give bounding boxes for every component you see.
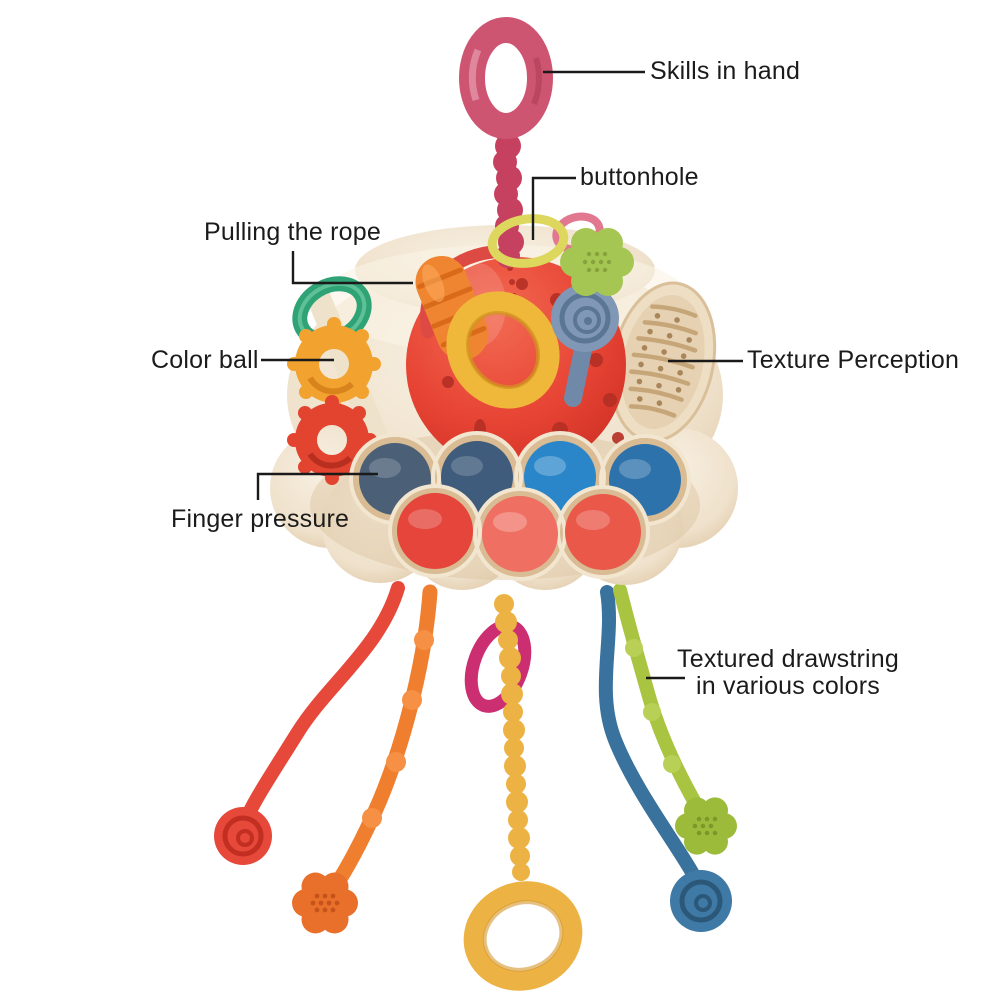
buttonhole-line — [531, 176, 576, 240]
blue-teether — [551, 284, 619, 407]
label-textured-drawstring-line2: in various colors — [695, 672, 881, 700]
yellow-ring-teether — [446, 291, 560, 409]
label-skills-in-hand: Skills in hand — [650, 57, 801, 85]
label-finger-pressure: Finger pressure — [171, 505, 350, 533]
drawstring-green — [613, 583, 737, 855]
yellow-pull-ring — [463, 881, 583, 991]
green-star-dots — [582, 251, 612, 273]
buttonhole-ring — [487, 214, 569, 268]
label-textured-drawstring: Textured drawstring in various colors — [658, 646, 918, 700]
pop-button-red-1 — [397, 493, 473, 569]
finger-pressure-line — [256, 472, 378, 500]
drawstring-blue — [598, 585, 732, 932]
pop-button-red-3 — [565, 494, 641, 570]
pop-button-red-2 — [482, 496, 558, 572]
orange-gear-ring — [287, 317, 381, 411]
green-star-teether — [560, 228, 634, 296]
texture-pad — [609, 281, 717, 443]
hanging-ring — [459, 17, 553, 139]
drawstring-yellow-beaded — [463, 594, 583, 991]
texture-pad-dots — [636, 313, 692, 406]
drawstring-red — [214, 581, 405, 865]
label-textured-drawstring-line1: Textured drawstring — [677, 645, 899, 673]
pulling-the-rope-line — [291, 251, 413, 285]
label-buttonhole: buttonhole — [580, 163, 699, 191]
drawstring-orange — [292, 584, 438, 934]
finger-pressure-buttons — [349, 431, 691, 581]
label-pulling-the-rope: Pulling the rope — [204, 218, 381, 246]
green-flower-dots — [692, 816, 718, 836]
label-texture-perception: Texture Perception — [747, 346, 960, 374]
orange-flower-dots — [310, 893, 340, 913]
label-color-ball: Color ball — [151, 346, 259, 374]
